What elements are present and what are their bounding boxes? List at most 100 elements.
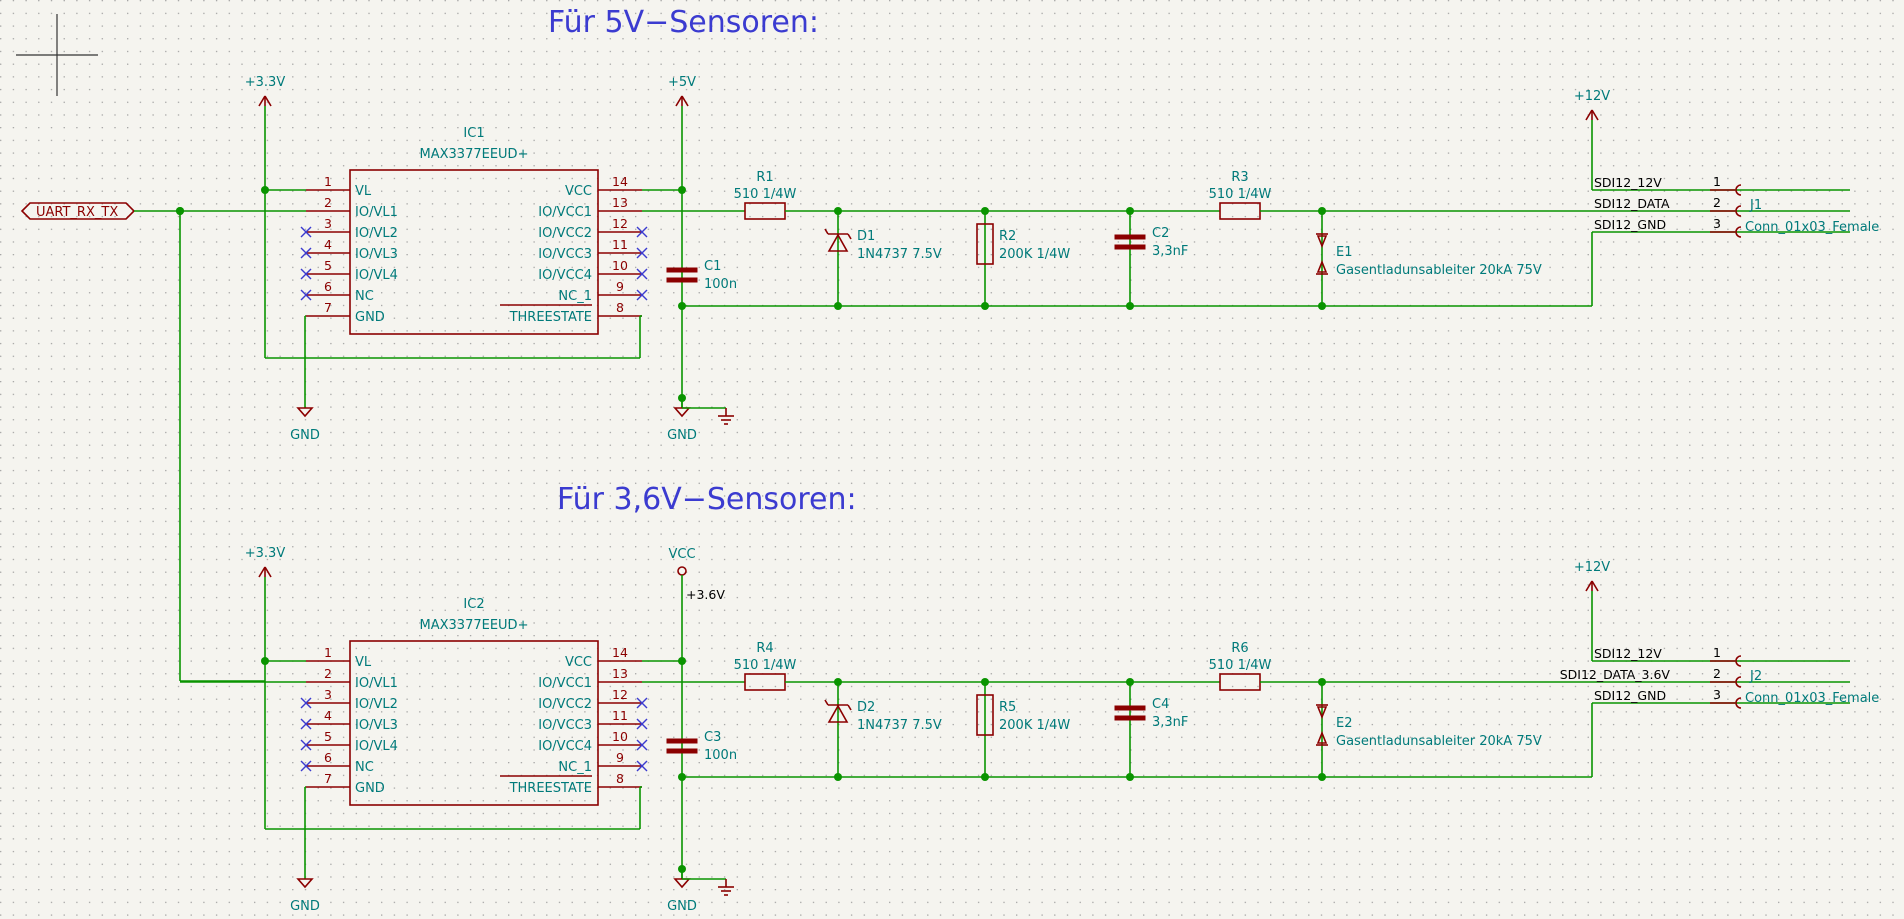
pin-num: 7 [324, 771, 332, 786]
net-label-12v: SDI12_12V [1594, 646, 1662, 661]
resistor-in-value: 510 1/4W [734, 187, 797, 202]
pin-name: IO/VL3 [355, 247, 398, 262]
conn-pin: 2 [1713, 195, 1721, 210]
power-33v: +3.3V [245, 546, 285, 661]
ic-part: MAX3377EEUD+ [420, 618, 529, 633]
cap-filter-value: 3,3nF [1152, 715, 1188, 730]
gnd-left-label: GND [290, 428, 320, 443]
zener-diode-ref: D1 [857, 229, 875, 244]
cap-filter-ref: C4 [1152, 697, 1169, 712]
resistor-out-ref: R3 [1231, 170, 1248, 185]
pin-num: 14 [612, 645, 628, 660]
pin-name: NC_1 [558, 289, 592, 304]
pin-num: 13 [612, 666, 628, 681]
pin-num: 12 [612, 687, 628, 702]
power-33v-label: +3.3V [245, 75, 286, 90]
net-3v6: +3.6V [686, 587, 725, 602]
gnd-left: GND [290, 407, 320, 443]
pin-num: 11 [612, 708, 628, 723]
resistor-in-ref: R4 [756, 641, 773, 656]
pin-name: IO/VCC4 [538, 268, 592, 283]
pin-num: 13 [612, 195, 628, 210]
resistor-in[interactable]: R4 510 1/4W [734, 641, 797, 691]
cap-decoupling[interactable]: C3 100n [666, 730, 737, 763]
section-title-3v6: Für 3,6V−Sensoren: [557, 482, 857, 517]
gnd-right-label: GND [667, 899, 697, 914]
resistor-pulldown-value: 200K 1/4W [999, 718, 1070, 733]
pin-name: IO/VL1 [355, 205, 398, 220]
hier-label-uart[interactable]: UART_RX_TX [20, 202, 136, 220]
cap-decoupling-ref: C3 [704, 730, 721, 745]
power-12v: +12V [1574, 560, 1610, 661]
pin-num: 9 [616, 750, 624, 765]
pin-num: 10 [612, 258, 628, 273]
pin-name: IO/VCC4 [538, 739, 592, 754]
circuit-block-2: IC2MAX3377EEUD+1VL14VCC2IO/VL113IO/VCC13… [180, 546, 1879, 914]
zener-diode-ref: D2 [857, 700, 875, 715]
power-5v-label: +5V [668, 75, 696, 90]
conn-pin: 2 [1713, 666, 1721, 681]
pin-name: IO/VL2 [355, 697, 398, 712]
pin-name: THREESTATE [509, 781, 592, 796]
resistor-pulldown-value: 200K 1/4W [999, 247, 1070, 262]
pin-name: THREESTATE [509, 310, 592, 325]
gnd-right-label: GND [667, 428, 697, 443]
cap-filter[interactable]: C23,3nF [1114, 226, 1188, 259]
ic-2[interactable]: IC2MAX3377EEUD+1VL14VCC2IO/VL113IO/VCC13… [306, 597, 642, 806]
section-title-5v: Für 5V−Sensoren: [548, 5, 819, 40]
pin-num: 3 [324, 687, 332, 702]
pin-name: IO/VCC1 [538, 205, 592, 220]
conn-pin: 3 [1713, 216, 1721, 231]
pin-num: 5 [324, 729, 332, 744]
pin-num: 9 [616, 279, 624, 294]
pin-name: IO/VL2 [355, 226, 398, 241]
resistor-in-value: 510 1/4W [734, 658, 797, 673]
pin-name: NC_1 [558, 760, 592, 775]
pin-num: 1 [324, 174, 332, 189]
resistor-in-ref: R1 [756, 170, 773, 185]
cap-filter[interactable]: C4 3,3nF [1114, 697, 1188, 730]
power-33v: +3.3V [245, 75, 286, 190]
pin-num: 2 [324, 666, 332, 681]
gnd-right: GND [667, 407, 734, 443]
pin-num: 7 [324, 300, 332, 315]
pin-num: 12 [612, 216, 628, 231]
cap-decoupling-value: 100n [704, 748, 737, 763]
gnd-right: GND [667, 878, 734, 914]
power-12v: +12V [1574, 89, 1610, 190]
ic-1[interactable]: IC1MAX3377EEUD+1VL14VCC2IO/VL113IO/VCC13… [306, 126, 642, 335]
pin-num: 8 [616, 300, 624, 315]
conn-pin: 1 [1713, 174, 1721, 189]
connector-value: Conn_01x03_Female [1745, 691, 1879, 706]
resistor-out-value: 510 1/4W [1209, 658, 1272, 673]
cap-filter-value: 3,3nF [1152, 244, 1188, 259]
power-vcc: VCC +3.6V [668, 547, 725, 661]
pin-name: VL [355, 184, 372, 199]
pin-name: GND [355, 310, 385, 325]
gas-arrester-value: Gasentladunsableiter 20kA 75V [1336, 734, 1542, 749]
pin-name: IO/VCC2 [538, 697, 592, 712]
pin-num: 8 [616, 771, 624, 786]
ic-ref: IC1 [463, 126, 484, 141]
svg-text:UART_RX_TX: UART_RX_TX [36, 205, 118, 220]
net-label-data: SDI12_DATA [1594, 196, 1670, 211]
pin-num: 1 [324, 645, 332, 660]
connector-ref: J2 [1749, 669, 1762, 684]
pin-num: 11 [612, 237, 628, 252]
pin-name: GND [355, 781, 385, 796]
pin-name: IO/VCC2 [538, 226, 592, 241]
resistor-in[interactable]: R1 510 1/4W [734, 170, 797, 220]
pin-name: VCC [565, 184, 592, 199]
power-vcc-label: VCC [668, 547, 695, 562]
